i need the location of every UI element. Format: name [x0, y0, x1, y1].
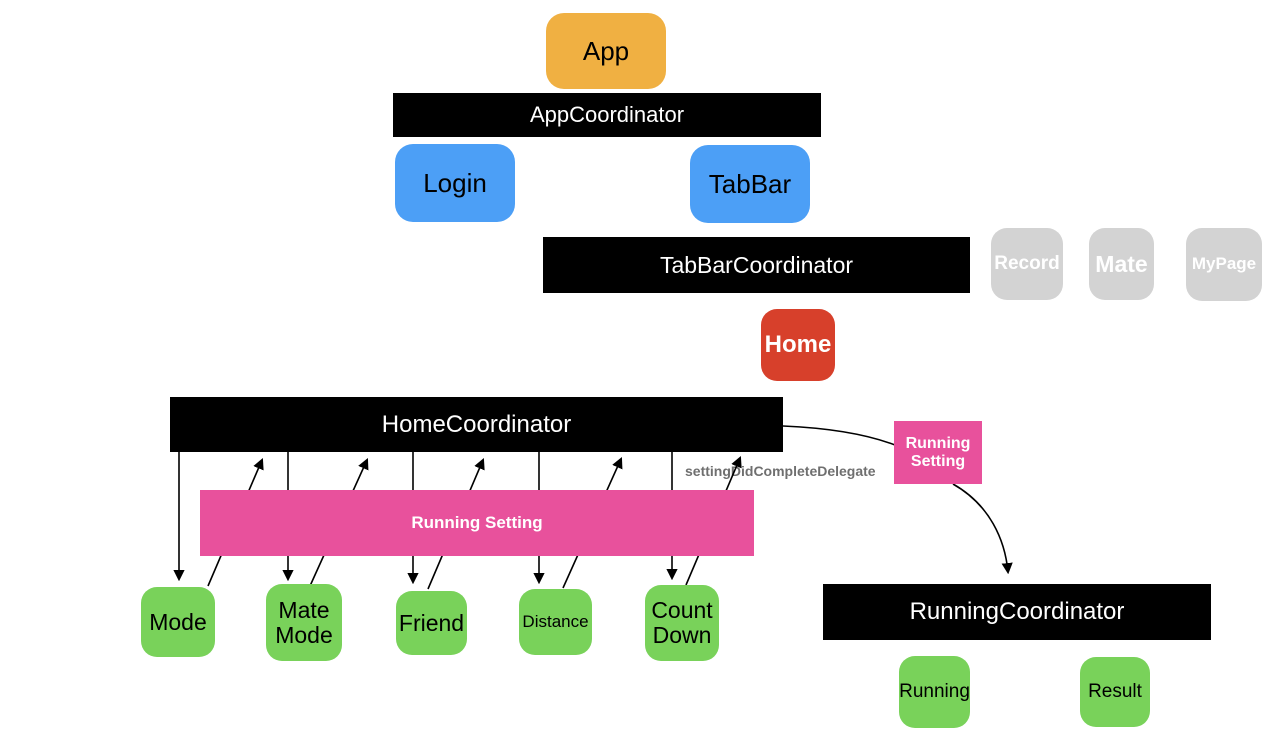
node-mate: Mate: [1089, 228, 1154, 300]
node-mode: Mode: [141, 587, 215, 657]
node-result: Result: [1080, 657, 1150, 727]
node-mate-mode: Mate Mode: [266, 584, 342, 661]
bar-home-coordinator: HomeCoordinator: [170, 397, 783, 452]
node-running-setting-panel: Running Setting: [200, 490, 754, 556]
bar-app-coordinator: AppCoordinator: [393, 93, 821, 137]
node-count-down: Count Down: [645, 585, 719, 661]
node-app: App: [546, 13, 666, 89]
curve-homecoordinator-to-running-setting: [782, 425, 896, 446]
curve-running-setting-to-runningcoordinator: [952, 483, 1013, 575]
node-running-setting-screen: Running Setting: [894, 421, 982, 484]
bar-running-coordinator: RunningCoordinator: [823, 584, 1211, 640]
bar-tabbar-coordinator: TabBarCoordinator: [543, 237, 970, 293]
node-friend: Friend: [396, 591, 467, 655]
node-login: Login: [395, 144, 515, 222]
node-running: Running: [899, 656, 970, 728]
node-tabbar: TabBar: [690, 145, 810, 223]
node-record: Record: [991, 228, 1063, 300]
node-home: Home: [761, 309, 835, 381]
node-mypage: MyPage: [1186, 228, 1262, 301]
node-distance: Distance: [519, 589, 592, 655]
